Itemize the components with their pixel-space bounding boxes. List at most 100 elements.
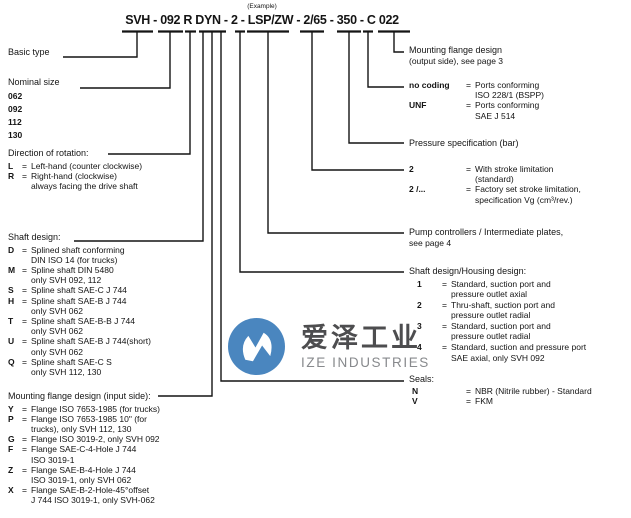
list-item: Q = Spline shaft SAE-C S only SVH 112, 1… xyxy=(8,357,151,377)
option-description: Ports conforming SAE J 514 xyxy=(475,100,540,121)
section-title: Shaft design/Housing design: xyxy=(409,266,527,276)
option-description: Spline shaft SAE-C J 744 xyxy=(31,285,127,296)
option-description: Flange ISO 3019-2, only SVH 092 xyxy=(31,434,160,445)
watermark-logo: 爱泽工业 IZE INDUSTRIES xyxy=(228,318,430,375)
option-code: S xyxy=(8,285,14,296)
section-subtitle: (output side), see page 3 xyxy=(409,55,504,66)
equals-sign: = xyxy=(22,356,27,367)
option-code: F xyxy=(8,444,14,455)
equals-sign: = xyxy=(442,299,447,310)
option-code: G xyxy=(8,434,15,445)
section-mounting-flange-output: Mounting flange design (output side), se… xyxy=(409,45,503,66)
section-pump-controllers: Pump controllers / Intermediate plates, … xyxy=(409,227,563,248)
option-description: Factory set stroke limitation, specifica… xyxy=(475,184,581,205)
equals-sign: = xyxy=(22,434,27,445)
option-code: UNF xyxy=(409,100,427,111)
option-description: Standard, suction port and pressure outl… xyxy=(451,278,551,300)
option-description: Flange SAE-B-2-Hole-45°offset J 744 ISO … xyxy=(31,485,155,506)
section-nominal-size: Nominal size 062 092 112 130 xyxy=(8,77,60,142)
list-item: N = NBR (Nitrile rubber) - Standard xyxy=(409,386,592,396)
option-code: Z xyxy=(8,464,14,475)
section-shaft-housing-design: Shaft design/Housing design: 1 = Standar… xyxy=(409,266,586,363)
list-item: T = Spline shaft SAE-B-B J 744 only SVH … xyxy=(8,316,151,336)
list-item: X = Flange SAE-B-2-Hole-45°offset J 744 … xyxy=(8,485,160,505)
list-item: F = Flange SAE-C-4-Hole J 744 ISO 3019-1 xyxy=(8,444,160,464)
option-code: 4 xyxy=(417,342,422,353)
option-description: FKM xyxy=(475,395,493,406)
option-code: 3 xyxy=(417,320,422,331)
nominal-size-option: 092 xyxy=(8,103,23,114)
equals-sign: = xyxy=(22,485,27,496)
equals-sign: = xyxy=(466,184,471,195)
list-item: S = Spline shaft SAE-C J 744 xyxy=(8,285,151,295)
option-description: Standard, suction and pressure port SAE … xyxy=(451,342,587,363)
option-description: Flange ISO 7653-1985 (for trucks) xyxy=(31,403,160,414)
list-item: UNF = Ports conforming SAE J 514 xyxy=(409,100,544,120)
equals-sign: = xyxy=(466,395,471,406)
section-title: Direction of rotation: xyxy=(8,148,89,158)
equals-sign: = xyxy=(22,413,27,424)
section-title: Mounting flange design xyxy=(409,45,503,55)
section-title: Basic type xyxy=(8,47,50,57)
section-pressure: Pressure specification (bar) xyxy=(409,138,519,149)
section-seals: Seals: N = NBR (Nitrile rubber) - Standa… xyxy=(409,374,592,406)
section-title: Nominal size xyxy=(8,77,60,87)
list-item: 2 = Thru-shaft, suction port and pressur… xyxy=(409,300,586,321)
equals-sign: = xyxy=(442,278,447,289)
nominal-size-option: 112 xyxy=(8,116,22,127)
housing-options: 1 = Standard, suction port and pressure … xyxy=(409,279,586,364)
option-code: U xyxy=(8,336,15,347)
equals-sign: = xyxy=(22,295,27,306)
option-code: 2 /... xyxy=(409,184,426,195)
option-code: 1 xyxy=(417,278,422,289)
equals-sign: = xyxy=(22,285,27,296)
option-description: Spline shaft SAE-B J 744(short) only SVH… xyxy=(31,336,152,357)
option-description: With stroke limitation (standard) xyxy=(475,164,554,185)
option-code: 2 xyxy=(409,164,414,174)
list-item: H = Spline shaft SAE-B J 744 only SVH 06… xyxy=(8,296,151,316)
option-description: Standard, suction port and pressure outl… xyxy=(451,320,551,342)
option-description: Spline shaft SAE-B J 744 only SVH 062 xyxy=(31,295,127,316)
equals-sign: = xyxy=(22,170,27,181)
list-item: V = FKM xyxy=(409,396,592,406)
option-code: H xyxy=(8,295,15,306)
list-item: 3 = Standard, suction port and pressure … xyxy=(409,321,586,342)
section-title: Shaft design: xyxy=(8,232,61,242)
equals-sign: = xyxy=(22,315,27,326)
list-item: M = Spline shaft DIN 5480 only SVH 092, … xyxy=(8,265,151,285)
equals-sign: = xyxy=(22,403,27,414)
section-title: Pressure specification (bar) xyxy=(409,138,519,148)
list-item: Z = Flange SAE-B-4-Hole J 744 ISO 3019-1… xyxy=(8,465,160,485)
list-item: U = Spline shaft SAE-B J 744(short) only… xyxy=(8,336,151,356)
nominal-size-option: 130 xyxy=(8,129,23,140)
list-item: 2 = With stroke limitation (standard) xyxy=(409,164,581,184)
list-item: G = Flange ISO 3019-2, only SVH 092 xyxy=(8,434,160,444)
equals-sign: = xyxy=(466,100,471,111)
section-shaft-design: Shaft design: D = Splined shaft conformi… xyxy=(8,232,151,377)
option-code: N xyxy=(412,385,419,396)
section-mounting-flange-input: Mounting flange design (input side): Y =… xyxy=(8,391,160,506)
equals-sign: = xyxy=(442,320,447,331)
list-item: P = Flange ISO 7653-1985 10" (for trucks… xyxy=(8,414,160,434)
option-code: P xyxy=(8,413,14,424)
list-item: 2 /... = Factory set stroke limitation, … xyxy=(409,184,581,204)
list-item: no coding = Ports conforming ISO 228/1 (… xyxy=(409,80,544,100)
equals-sign: = xyxy=(466,385,471,396)
list-item: 4 = Standard, suction and pressure port … xyxy=(409,342,586,363)
option-description: Spline shaft SAE-C S only SVH 112, 130 xyxy=(31,356,112,377)
section-title: Pump controllers / Intermediate plates, xyxy=(409,227,564,237)
watermark-text: 爱泽工业 IZE INDUSTRIES xyxy=(301,324,430,370)
equals-sign: = xyxy=(22,264,27,275)
option-description: NBR (Nitrile rubber) - Standard xyxy=(475,385,592,396)
list-item: 1 = Standard, suction port and pressure … xyxy=(409,279,586,300)
option-description: Left-hand (counter clockwise) xyxy=(31,160,143,171)
section-direction-of-rotation: Direction of rotation: L = Left-hand (co… xyxy=(8,148,142,191)
equals-sign: = xyxy=(22,244,27,255)
option-code: T xyxy=(8,315,14,326)
option-description: Right-hand (clockwise) always facing the… xyxy=(31,170,138,191)
option-description: Ports conforming ISO 228/1 (BSPP) xyxy=(475,80,544,101)
option-description: Flange SAE-C-4-Hole J 744 ISO 3019-1 xyxy=(31,444,137,465)
option-description: Flange SAE-B-4-Hole J 744 ISO 3019-1, on… xyxy=(31,464,136,485)
option-code: L xyxy=(8,160,14,171)
